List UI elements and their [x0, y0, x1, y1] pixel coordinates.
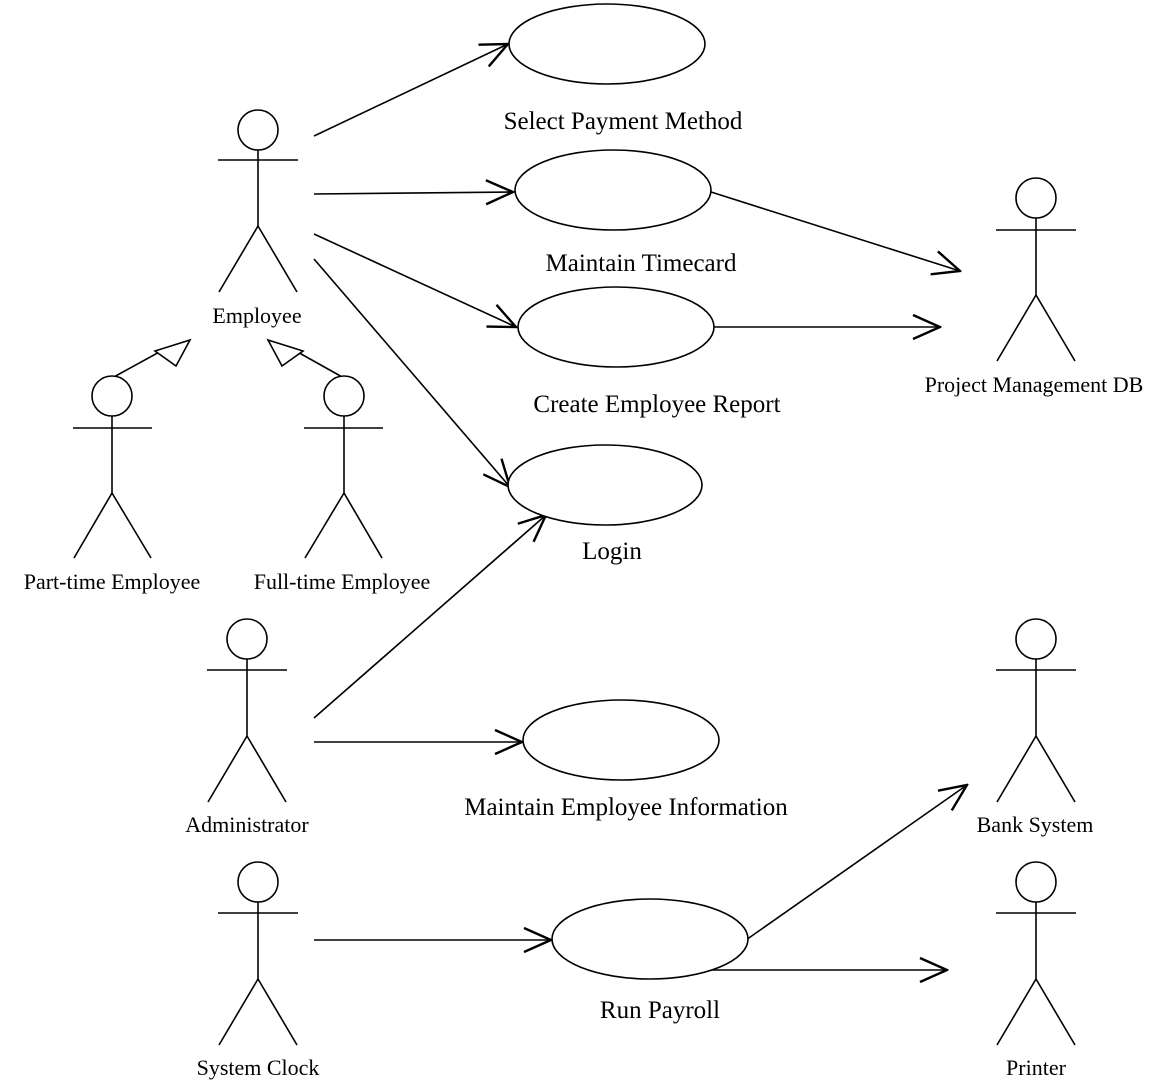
use-case-maintain-timecard: Maintain Timecard: [514, 149, 737, 277]
actor-label: Administrator: [185, 812, 309, 837]
use-case-label: Run Payroll: [600, 997, 720, 1024]
actor-label: Project Management DB: [925, 372, 1144, 397]
actor-printer: Printer: [996, 861, 1076, 1080]
actor-label: Employee: [212, 303, 301, 328]
assoc-administrator-login: [313, 515, 546, 719]
generalization-full-time-triangle: [266, 338, 305, 368]
use-case-create-report: Create Employee Report: [517, 286, 781, 418]
actor-label: Printer: [1006, 1055, 1067, 1080]
actor-part-time-employee: Part-time Employee: [24, 375, 201, 594]
use-case-label: Login: [582, 538, 642, 565]
generalization-part-time-line: [111, 349, 164, 379]
use-case-run-payroll: Run Payroll: [551, 898, 749, 1024]
assoc-employee-maintain-timecard: [313, 192, 513, 194]
actor-administrator: Administrator: [185, 618, 309, 837]
assoc-employee-login: [313, 258, 510, 487]
use-case-label: Create Employee Report: [533, 391, 780, 418]
assoc-employee-select-payment: [313, 44, 508, 137]
associations: [313, 44, 967, 970]
assoc-timecard-project-db: [710, 191, 960, 271]
generalization-part-time-triangle: [153, 338, 192, 368]
actor-label: Part-time Employee: [24, 569, 201, 594]
use-case-login: Login: [507, 444, 703, 565]
use-case-label: Maintain Timecard: [546, 250, 737, 277]
use-case-label: Maintain Employee Information: [464, 794, 788, 821]
actor-employee: Employee: [212, 109, 302, 328]
use-case-maintain-info: Maintain Employee Information: [464, 699, 788, 821]
generalizations: [111, 338, 345, 379]
actor-label: Full-time Employee: [254, 569, 431, 594]
actor-label: System Clock: [197, 1055, 320, 1080]
actor-label: Bank System: [977, 812, 1094, 837]
assoc-employee-create-report: [313, 233, 516, 327]
actor-system-clock: System Clock: [197, 861, 320, 1080]
use-case-label: Select Payment Method: [504, 108, 743, 135]
actor-full-time-employee: Full-time Employee: [254, 375, 431, 594]
use-case-select-payment: Select Payment Method: [504, 3, 743, 135]
assoc-payroll-bank: [745, 785, 967, 941]
generalization-full-time-line: [293, 349, 345, 379]
actor-project-management-db: Project Management DB: [925, 177, 1144, 397]
actor-bank-system: Bank System: [977, 618, 1094, 837]
